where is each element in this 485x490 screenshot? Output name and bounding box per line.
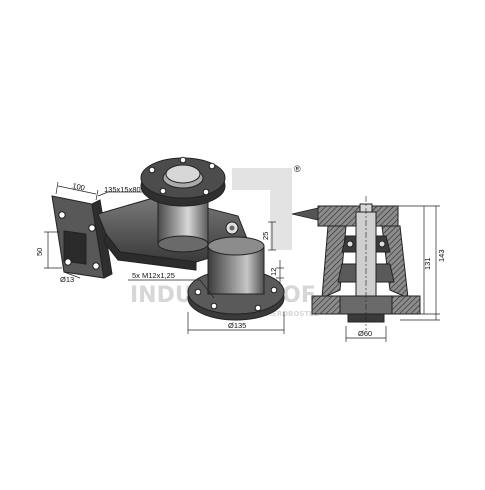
- grease-nipple: [225, 221, 239, 235]
- dim-label-thread: 5x M12x1,25: [132, 271, 175, 280]
- flange-bolt-hole: [208, 162, 216, 170]
- dim-label-100: 100: [72, 181, 86, 192]
- dim-label-13: Ø13: [60, 275, 74, 284]
- section-body-left: [321, 225, 347, 299]
- mounting-plate: [51, 195, 113, 279]
- bolt-hole: [64, 258, 72, 266]
- watermark-subline: SCHERDBOSTEL: [256, 310, 319, 318]
- flange-bolt-hole: [159, 187, 167, 195]
- lower-hub-cylinder: [187, 236, 285, 321]
- flange-bolt-hole: [254, 304, 262, 312]
- dim-label-135x15x80: 135x15x80: [104, 185, 141, 194]
- bolt-hole: [58, 211, 66, 219]
- dimension-labels-right: 131 143 Ø60: [358, 249, 446, 338]
- bolt-hole: [92, 262, 100, 270]
- dim-label-60: Ø60: [358, 329, 372, 338]
- section-bearings: [337, 235, 395, 283]
- watermark-logo-mark: [232, 168, 292, 250]
- flange-bolt-hole: [148, 166, 156, 174]
- flange-bolt-hole: [194, 288, 202, 296]
- hub-assembly-isometric: [51, 156, 285, 321]
- bolt-hole: [88, 224, 96, 232]
- dim-label-25: 25: [261, 232, 270, 240]
- dimension-lines-left: [44, 181, 285, 334]
- dim-label-12: 12: [269, 268, 278, 276]
- dim-label-50: 50: [35, 248, 44, 256]
- upper-hub-cylinder: [140, 156, 226, 253]
- dim-label-131: 131: [423, 257, 432, 270]
- dim-label-143: 143: [437, 249, 446, 262]
- watermark-registered-mark: ®: [294, 164, 301, 174]
- dimension-labels-left: 100 135x15x80 50 Ø13 25 12 5x M12x1,25 Ø…: [35, 181, 278, 330]
- dim-label-135: Ø135: [228, 321, 246, 330]
- flange-bolt-hole: [202, 188, 210, 196]
- dimension-lines-right: [345, 205, 440, 342]
- hub-cross-section: [291, 196, 421, 330]
- flange-bolt-hole: [210, 302, 218, 310]
- flange-bolt-hole: [270, 286, 278, 294]
- flange-bolt-hole: [179, 156, 187, 164]
